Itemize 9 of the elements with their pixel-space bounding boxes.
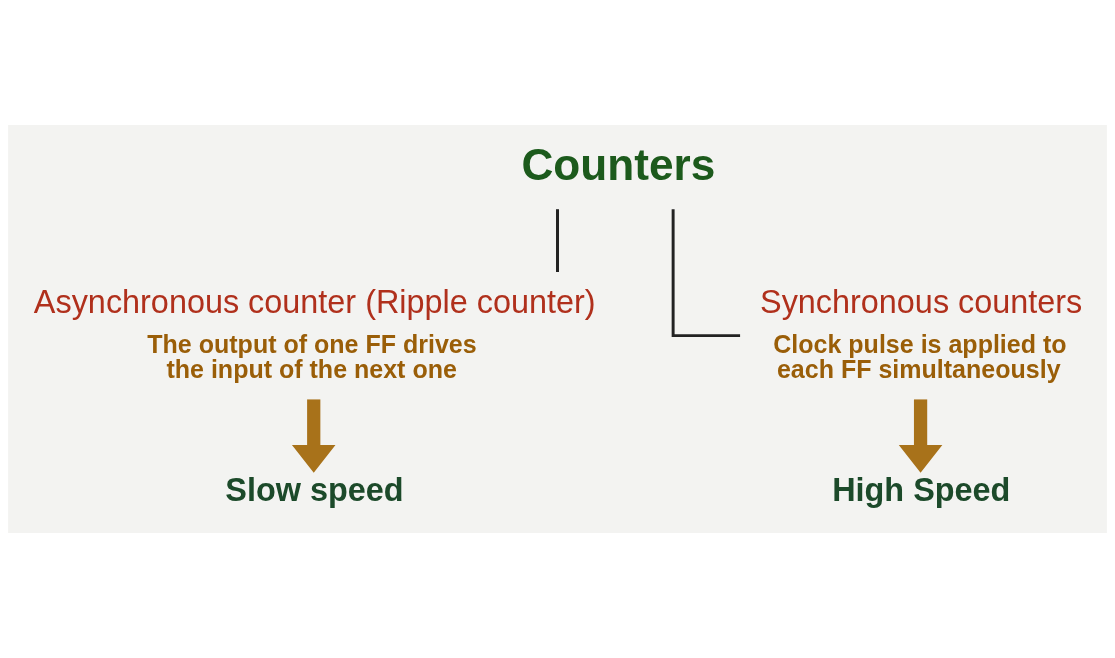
node-text: Asynchronous counter (Ripple counter) The output of one FF drives the input of the next one xyxy=(33,283,596,383)
node-text: Synchronous counters Clock pulse is applied to each FF simultaneously xyxy=(760,283,1083,383)
node-text: Slow speed xyxy=(225,472,404,509)
node-text: High Speed xyxy=(832,472,1011,509)
connector xyxy=(556,209,559,273)
arrow xyxy=(898,399,943,473)
connector xyxy=(671,209,741,338)
arrow xyxy=(291,399,336,473)
node-text: Counters xyxy=(521,140,716,190)
